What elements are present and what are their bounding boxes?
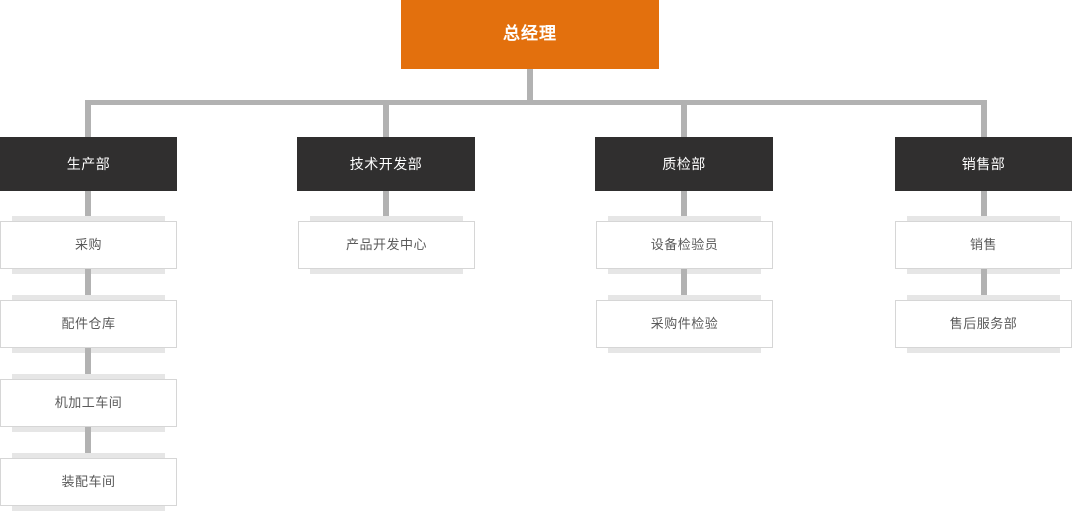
org-node-department-3-label: 质检部 — [662, 155, 706, 172]
connector-bus-to-dept-4 — [981, 100, 987, 137]
org-node-department-1[interactable]: 生产部 — [0, 137, 177, 191]
org-node-root-label: 总经理 — [503, 24, 557, 44]
org-node-leaf-1-4[interactable]: 装配车间 — [0, 453, 177, 511]
org-node-root[interactable]: 总经理 — [401, 0, 659, 69]
org-node-leaf-1-2-label: 配件仓库 — [61, 316, 116, 332]
connector-dept1-to-child1 — [85, 191, 91, 223]
connector-child4-1-to-4-2 — [981, 269, 987, 301]
org-node-leaf-1-2[interactable]: 配件仓库 — [0, 295, 177, 353]
org-node-leaf-3-2[interactable]: 采购件检验 — [596, 295, 773, 353]
org-node-leaf-3-1-label: 设备检验员 — [650, 237, 719, 253]
connector-dept4-to-child1 — [981, 191, 987, 223]
connector-bus-to-dept-1 — [85, 100, 91, 137]
org-node-department-3[interactable]: 质检部 — [595, 137, 773, 191]
org-node-leaf-4-2-label: 售后服务部 — [949, 316, 1018, 332]
org-node-department-2[interactable]: 技术开发部 — [297, 137, 475, 191]
org-node-leaf-2-1-label: 产品开发中心 — [345, 237, 427, 253]
org-node-leaf-4-1-label: 销售 — [969, 237, 997, 253]
org-node-department-4-label: 销售部 — [961, 155, 1006, 172]
connector-dept3-to-child1 — [681, 191, 687, 223]
org-node-department-1-label: 生产部 — [66, 155, 111, 172]
org-node-leaf-3-2-label: 采购件检验 — [650, 316, 719, 332]
org-node-leaf-1-1[interactable]: 采购 — [0, 216, 177, 274]
org-node-leaf-4-1[interactable]: 销售 — [895, 216, 1072, 274]
connector-bus-to-dept-2 — [383, 100, 389, 137]
connector-bus-to-dept-3 — [681, 100, 687, 137]
org-node-leaf-1-3[interactable]: 机加工车间 — [0, 374, 177, 432]
connector-root-stem — [527, 69, 533, 102]
org-node-leaf-1-4-label: 装配车间 — [61, 474, 116, 490]
connector-child3-1-to-3-2 — [681, 269, 687, 301]
connector-child1-1-to-1-2 — [85, 269, 91, 301]
org-node-leaf-1-1-label: 采购 — [74, 237, 102, 253]
org-node-leaf-4-2[interactable]: 售后服务部 — [895, 295, 1072, 353]
org-node-department-2-label: 技术开发部 — [349, 155, 423, 172]
org-node-leaf-1-3-label: 机加工车间 — [54, 395, 123, 411]
org-node-department-4[interactable]: 销售部 — [895, 137, 1072, 191]
connector-child1-3-to-1-4 — [85, 427, 91, 459]
org-node-leaf-2-1[interactable]: 产品开发中心 — [298, 216, 475, 274]
connector-dept2-to-child1 — [383, 191, 389, 223]
connector-horizontal-bus — [85, 100, 987, 105]
connector-child1-2-to-1-3 — [85, 348, 91, 380]
org-node-leaf-3-1[interactable]: 设备检验员 — [596, 216, 773, 274]
